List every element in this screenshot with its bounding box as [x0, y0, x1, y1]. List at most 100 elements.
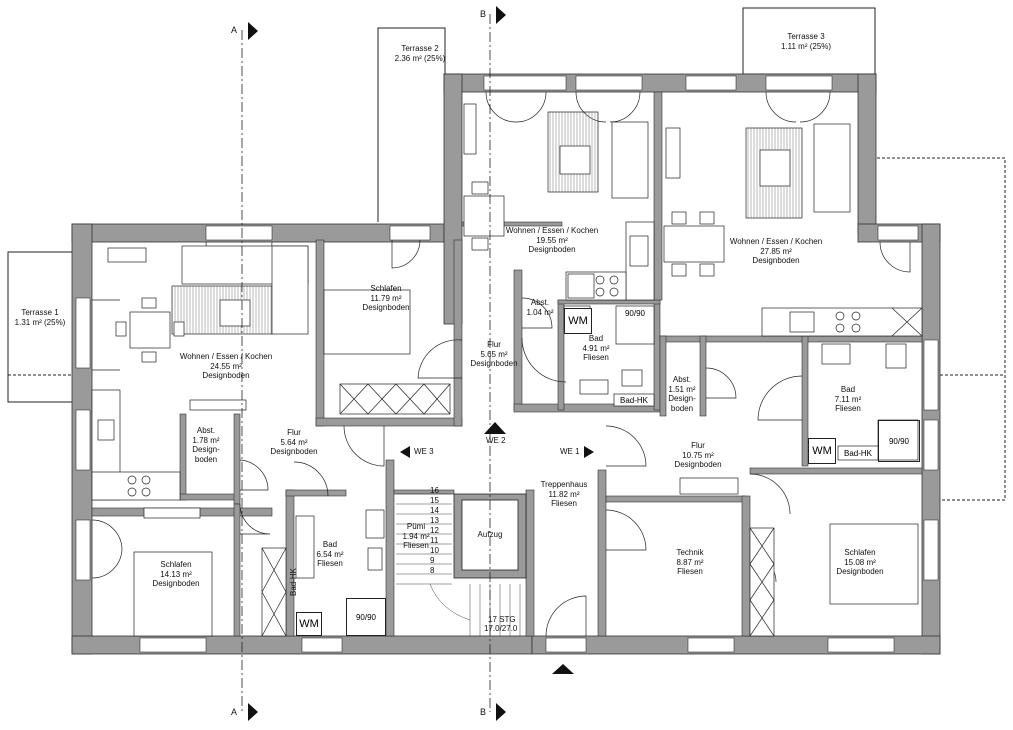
chair	[671, 263, 687, 277]
door-arc	[92, 299, 120, 371]
shower	[615, 305, 655, 345]
door-arc	[545, 595, 587, 637]
chair	[141, 297, 157, 309]
door-arc	[521, 337, 567, 383]
sink	[97, 419, 115, 441]
door-arc	[391, 239, 421, 269]
door-arc	[705, 367, 737, 399]
toilet	[621, 369, 643, 387]
bed	[323, 289, 411, 355]
label-terrasse-1: Terrasse 1 1.31 m² (25%)	[14, 308, 66, 327]
label-aufzug: Aufzug	[477, 530, 503, 539]
stair-step-number: 9	[430, 556, 435, 565]
section-arrow-a-top	[248, 22, 258, 40]
toilet	[367, 547, 383, 571]
section-arrow-a-bottom	[248, 703, 258, 721]
entrance-arrow-we1	[584, 446, 594, 458]
unit-label-we2: WE 2	[486, 436, 506, 445]
door-arc	[757, 375, 803, 421]
label-abst-we2: Abst. 1.04 m²	[526, 298, 554, 317]
right-dashed-outline	[872, 157, 1006, 501]
label-puemi: Pümi 1.94 m² Fliesen	[402, 522, 430, 550]
bathtub	[295, 515, 315, 579]
furniture	[91, 103, 923, 637]
label-wohnen-we2: Wohnen / Essen / Kochen 19.55 m² Designb…	[505, 226, 599, 254]
wardrobe-cross	[339, 383, 451, 415]
sideboard	[107, 247, 147, 263]
stair-step-number: 8	[430, 566, 435, 575]
washbasin	[579, 379, 609, 395]
bed	[133, 551, 213, 637]
dining-table	[663, 225, 725, 263]
section-label-b-top: B	[480, 9, 487, 19]
chair	[699, 263, 715, 277]
coffee-table	[759, 149, 791, 187]
door-arc	[605, 425, 647, 467]
stair-step-number: 15	[430, 496, 439, 505]
label-schlafen-we1: Schlafen 15.08 m² Designboden	[836, 548, 884, 576]
bad-hk-we1: Bad-HK	[843, 448, 872, 458]
label-flur-we2: Flur 5.65 m² Designboden	[470, 340, 518, 368]
wm-we2: WM	[564, 308, 592, 334]
door-arc	[239, 503, 271, 535]
stair-step-number: 11	[430, 536, 439, 545]
dining-table	[463, 195, 505, 237]
bed	[829, 523, 919, 605]
entrance-arrow-we2	[484, 422, 506, 434]
label-abst-we3: Abst. 1.78 m² Design- boden	[192, 426, 220, 464]
chair	[141, 351, 157, 363]
label-wohnen-we3: Wohnen / Essen / Kochen 24.55 m² Designb…	[179, 352, 273, 380]
chair	[471, 181, 489, 195]
door-arc	[293, 461, 329, 497]
unit-label-we3: WE 3	[414, 447, 434, 456]
label-flur-we3: Flur 5.64 m² Designboden	[270, 428, 318, 456]
section-lines	[241, 14, 491, 712]
label-terrasse-2: Terrasse 2 2.36 m² (25%)	[394, 44, 446, 63]
washbasin	[365, 509, 385, 539]
label-schlafen-we3-top: Schlafen 11.79 m² Designboden	[362, 284, 410, 312]
entrance-arrow-we3	[400, 446, 410, 458]
chair	[671, 211, 687, 225]
door-arc	[485, 91, 547, 123]
stair-step-number: 14	[430, 506, 439, 515]
chair	[173, 321, 185, 337]
label-technik: Technik 8.87 m² Fliesen	[676, 548, 704, 576]
label-bad-we3: Bad 6.54 m² Fliesen	[316, 540, 344, 568]
section-label-a-bottom: A	[231, 707, 238, 717]
label-wohnen-we1: Wohnen / Essen / Kochen 27.85 m² Designb…	[729, 237, 823, 265]
dining-table	[129, 311, 171, 349]
stair-step-number: 13	[430, 516, 439, 525]
door-arc	[343, 425, 385, 467]
tv-board	[463, 103, 477, 155]
unit-label-we1: WE 1	[560, 447, 580, 456]
desk	[143, 507, 201, 519]
label-treppenhaus: Treppenhaus 11.82 m² Fliesen	[540, 480, 588, 508]
sofa	[813, 123, 851, 213]
door-arc	[765, 91, 831, 123]
terrasse-2-outline	[377, 27, 446, 222]
sink	[789, 311, 815, 333]
chair	[471, 237, 489, 251]
terrace-outlines	[7, 7, 1006, 501]
label-abst-we1: Abst. 1.51 m² Design- boden	[668, 375, 696, 413]
shower-we1: 90/90	[878, 420, 920, 462]
wardrobe	[567, 273, 595, 299]
tv-board	[665, 127, 681, 179]
coffee-table	[559, 145, 591, 175]
stair-step-number: 10	[430, 546, 439, 555]
kitchen-counter	[91, 471, 181, 501]
entrance-arrow-bottom	[552, 664, 574, 674]
label-schlafen-we3-bottom: Schlafen 14.13 m² Designboden	[152, 560, 200, 588]
sink	[629, 235, 649, 267]
door-arc	[749, 473, 791, 515]
washbasin	[821, 343, 851, 365]
section-label-a-top: A	[231, 25, 238, 35]
shower-we3: 90/90	[346, 598, 386, 636]
bad-hk-we3: Bad-HK	[289, 567, 298, 596]
door-arc	[91, 519, 123, 579]
bad-hk-we2: Bad-HK	[619, 395, 648, 405]
chair	[115, 321, 127, 337]
toilet	[885, 343, 907, 369]
wardrobe	[339, 383, 451, 415]
